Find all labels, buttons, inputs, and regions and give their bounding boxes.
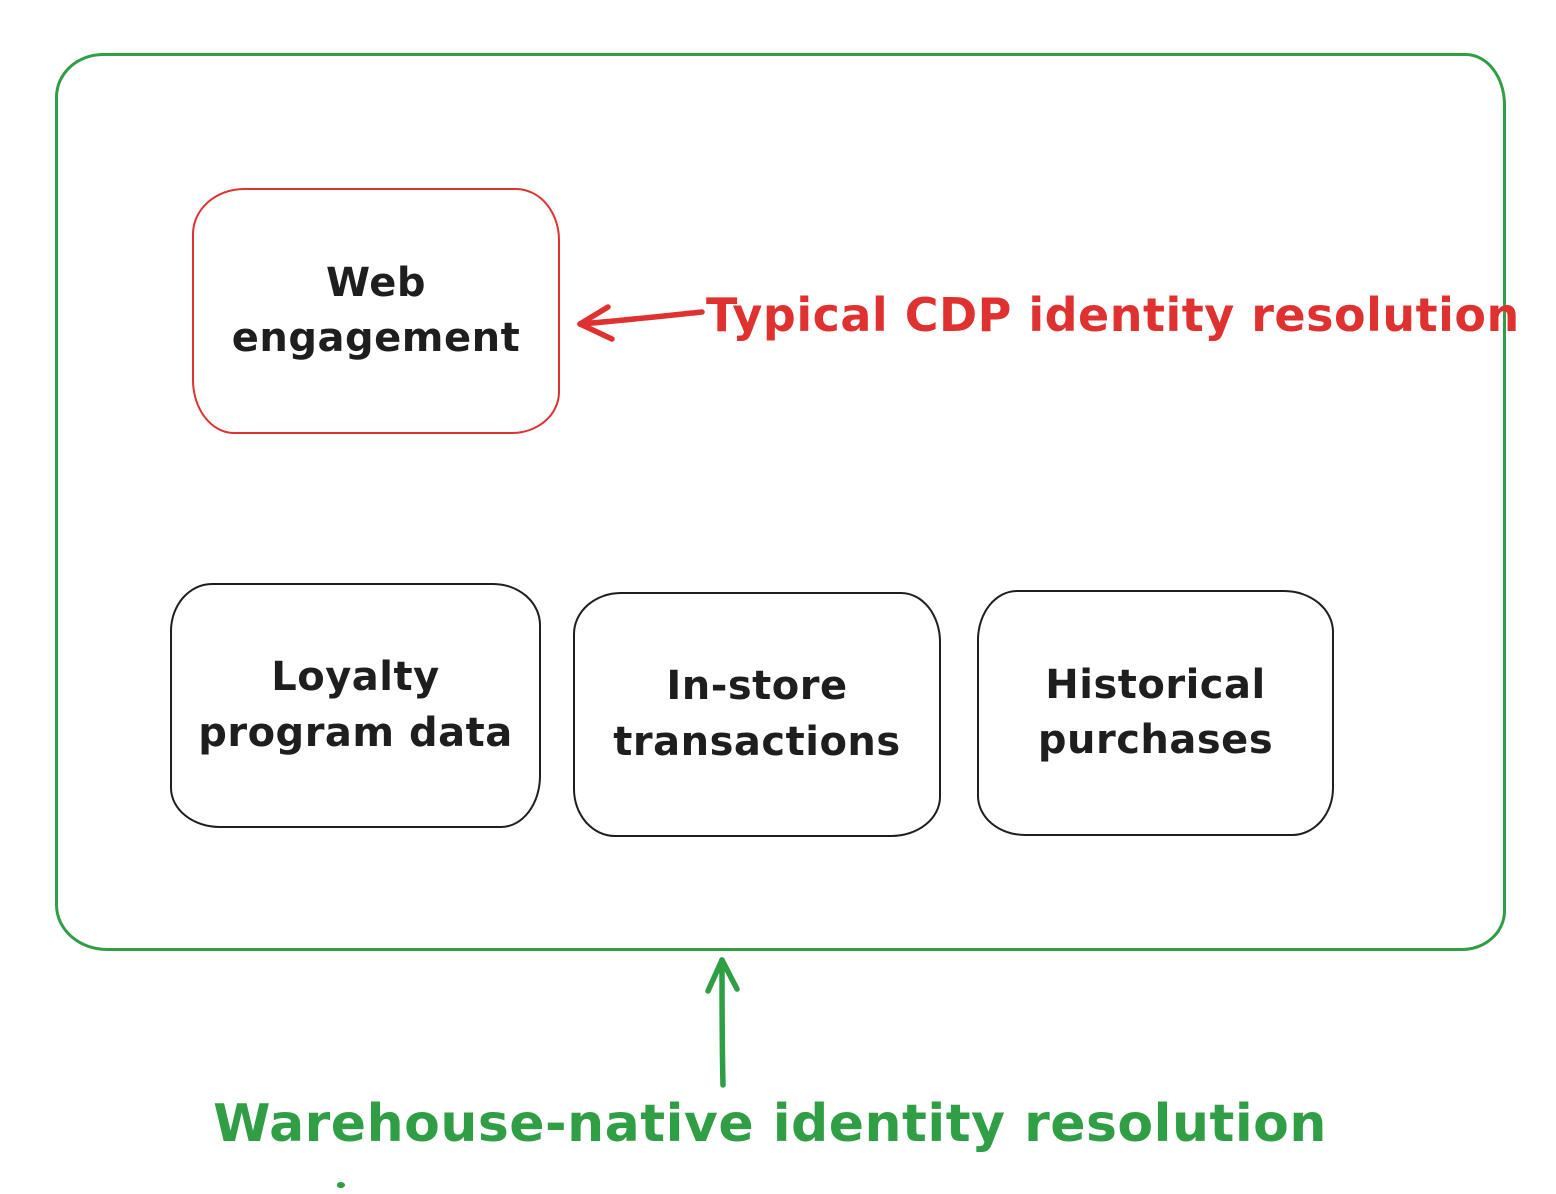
loyalty-program-data-box: Loyalty program data [170, 583, 541, 828]
cdp-annotation: Typical CDP identity resolution [706, 288, 1520, 342]
red-left-arrow-icon [577, 304, 705, 342]
historical-purchases-box: Historical purchases [977, 590, 1334, 836]
warehouse-scope-box [55, 53, 1506, 951]
in-store-transactions-label: In-store transactions [613, 663, 901, 765]
in-store-transactions-box: In-store transactions [573, 592, 941, 837]
loyalty-program-data-label: Loyalty program data [198, 654, 513, 756]
web-engagement-label: Web engagement [231, 259, 521, 361]
web-engagement-box: Web engagement [192, 188, 560, 434]
stray-pen-mark [337, 1182, 345, 1188]
warehouse-annotation: Warehouse-native identity resolution [213, 1094, 1327, 1154]
historical-purchases-label: Historical purchases [1037, 661, 1274, 763]
green-up-arrow-icon [705, 957, 740, 1088]
